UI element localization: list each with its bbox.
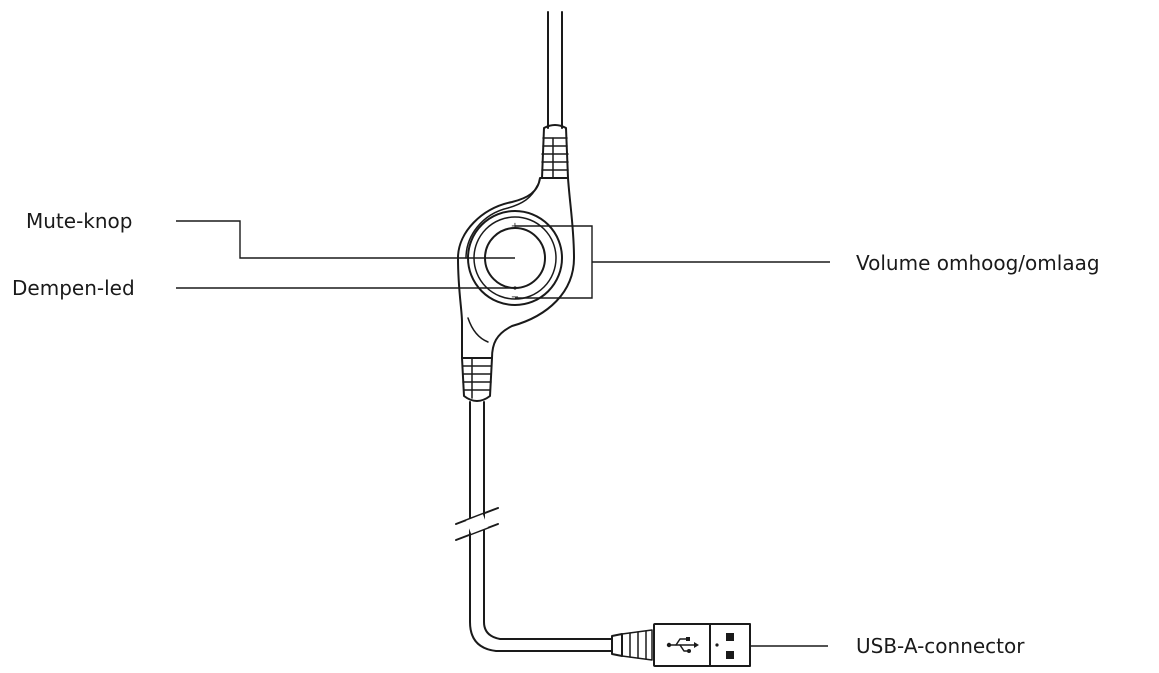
- usb-a-connector: [611, 623, 751, 667]
- usb-trident-icon: [666, 637, 699, 653]
- upper-cable: [547, 11, 563, 129]
- volume-label: Volume omhoog/omlaag: [856, 251, 1100, 275]
- upper-strain-relief: [541, 124, 569, 179]
- mute-button-label: Mute-knop: [26, 209, 132, 233]
- volume-leader: [515, 225, 830, 299]
- usb-connector-label: USB-A-connector: [856, 634, 1025, 658]
- lower-cable: [455, 401, 613, 652]
- mute-led-label: Dempen-led: [12, 276, 135, 300]
- lower-strain-relief: [461, 357, 493, 402]
- mute-button-leader: [176, 220, 515, 259]
